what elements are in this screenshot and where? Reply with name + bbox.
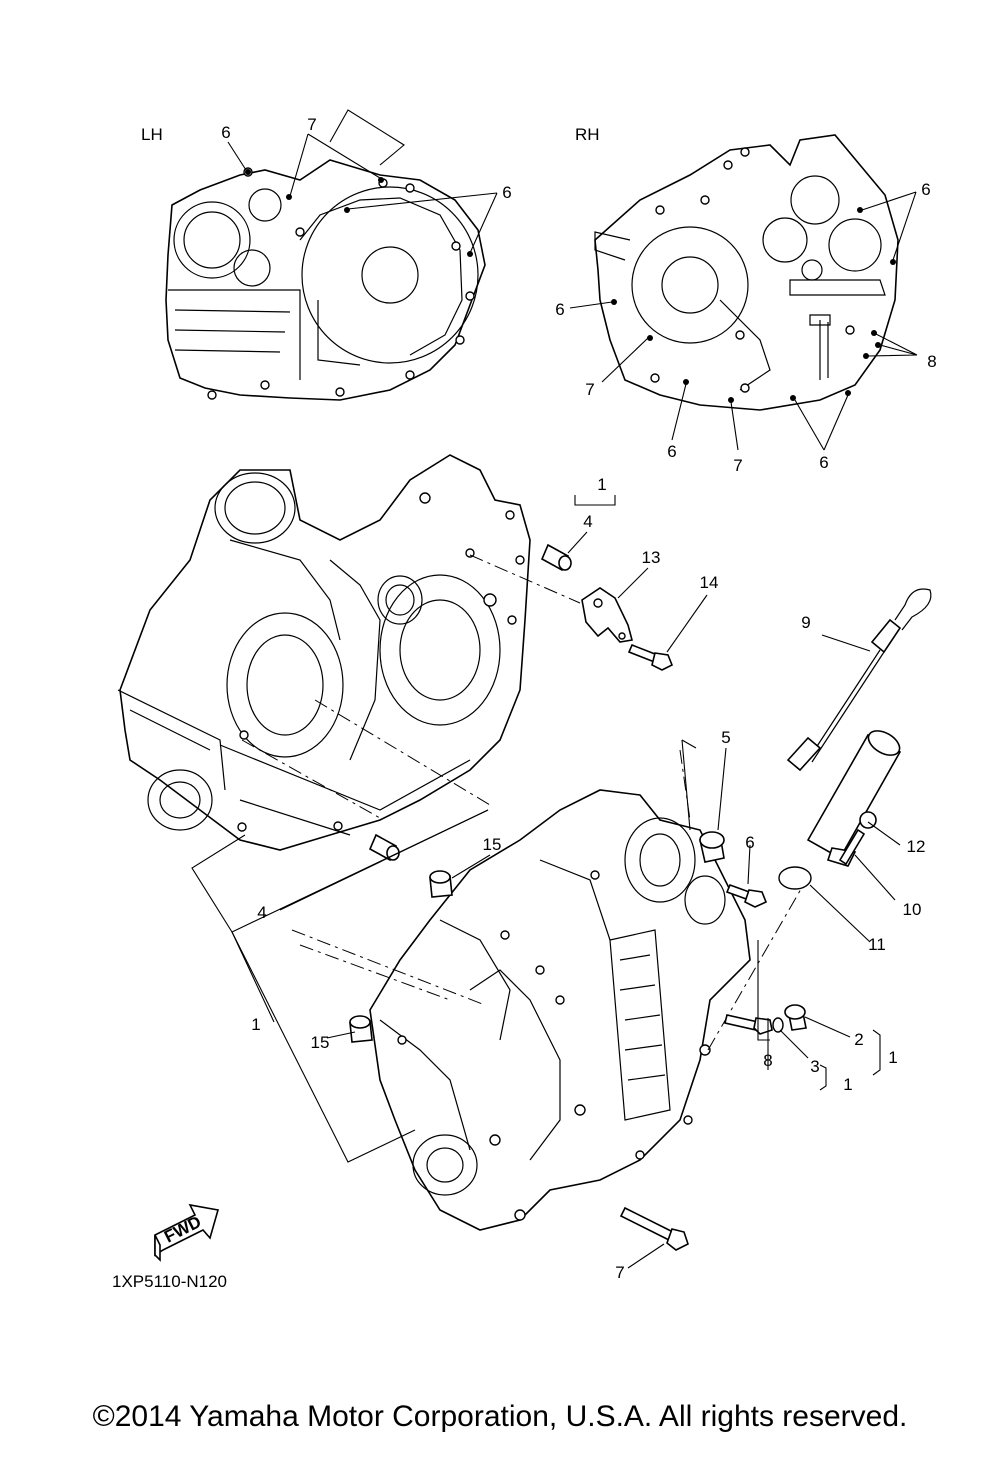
callout-number: 6 bbox=[221, 123, 230, 142]
bolt-6 bbox=[725, 883, 768, 908]
callout-number: 12 bbox=[907, 837, 926, 856]
fwd-arrow-icon: FWD bbox=[154, 1203, 220, 1262]
callout-number: 2 bbox=[854, 1030, 863, 1049]
copyright-notice: ©2014 Yamaha Motor Corporation, U.S.A. A… bbox=[92, 1400, 908, 1433]
bolt-14 bbox=[627, 643, 674, 671]
callout-number: 6 bbox=[921, 180, 930, 199]
callout-number: 8 bbox=[763, 1051, 772, 1070]
fwd-label: FWD bbox=[161, 1212, 204, 1247]
plate-13 bbox=[581, 587, 633, 643]
leader-lines bbox=[191, 495, 901, 1269]
callout-number: 6 bbox=[667, 442, 676, 461]
callout-number: 6 bbox=[819, 453, 828, 472]
callout-number: 1 bbox=[251, 1015, 260, 1034]
callout-number: 11 bbox=[868, 935, 886, 954]
callout-number: 1 bbox=[843, 1075, 852, 1094]
callout-number: 7 bbox=[307, 115, 316, 134]
callout-number: 1 bbox=[888, 1048, 897, 1067]
callout-number: 5 bbox=[721, 728, 730, 747]
callout-number: 10 bbox=[903, 900, 922, 919]
callout-number: 9 bbox=[801, 613, 810, 632]
bolt-12 bbox=[838, 811, 877, 866]
diagram-code: 1XP5110-N120 bbox=[112, 1272, 227, 1291]
callout-number: 15 bbox=[483, 835, 502, 854]
callout-number: 7 bbox=[585, 380, 594, 399]
callout-number: 7 bbox=[733, 456, 742, 475]
dowel-pin-mid bbox=[368, 833, 400, 862]
rh-crankcase-view bbox=[569, 134, 918, 451]
callout-number: 6 bbox=[745, 833, 754, 852]
callout-number: 4 bbox=[583, 512, 592, 531]
plug-5 bbox=[699, 831, 725, 863]
lh-view-label: LH bbox=[141, 125, 163, 144]
rh-view-label: RH bbox=[575, 125, 600, 144]
callout-number: 6 bbox=[555, 300, 564, 319]
callout-number: 15 bbox=[311, 1033, 330, 1052]
left-crankcase-half bbox=[117, 454, 581, 851]
plug-2 bbox=[784, 1004, 807, 1031]
dipstick-9 bbox=[786, 588, 932, 772]
bolt-8 bbox=[724, 1014, 773, 1035]
callout-number: 13 bbox=[642, 548, 661, 567]
bolt-7 bbox=[619, 1206, 689, 1251]
callout-number: 1 bbox=[597, 475, 606, 494]
callout-number: 4 bbox=[257, 903, 266, 922]
callout-number: 7 bbox=[615, 1263, 624, 1282]
right-crankcase-half bbox=[291, 749, 813, 1231]
dowel-15b bbox=[349, 1015, 373, 1043]
o-ring-11 bbox=[778, 866, 812, 890]
callout-number: 3 bbox=[810, 1057, 819, 1076]
callout-number: 8 bbox=[927, 352, 936, 371]
callout-number: 14 bbox=[700, 573, 719, 592]
callout-number: 6 bbox=[502, 183, 511, 202]
lh-crankcase-view bbox=[165, 109, 498, 401]
dowel-15a bbox=[429, 870, 453, 898]
dowel-pin-top bbox=[540, 543, 572, 572]
gasket-3 bbox=[772, 1017, 784, 1033]
callout-labels: 6 7 6 6 6 8 7 6 7 6 1 4 13 14 9 5 12 6 1… bbox=[221, 115, 936, 1282]
